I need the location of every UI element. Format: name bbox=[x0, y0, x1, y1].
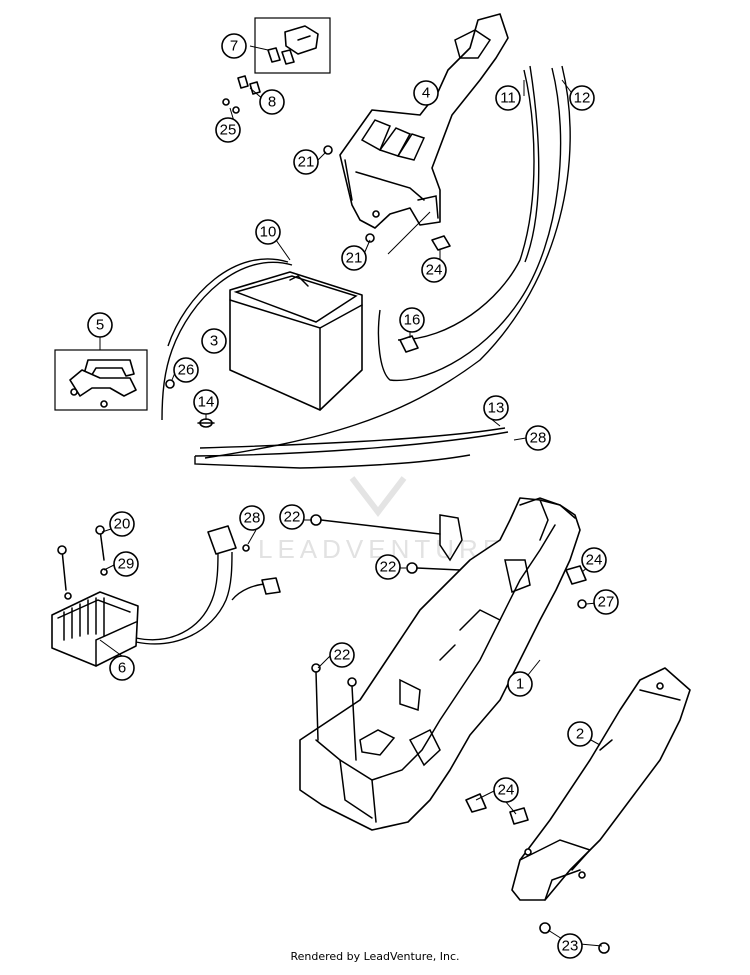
svg-text:22: 22 bbox=[334, 647, 351, 664]
svg-text:24: 24 bbox=[498, 782, 515, 799]
part-20-29-bolts bbox=[57, 525, 108, 600]
callout-24-bracket: 24 bbox=[421, 257, 447, 283]
callout-6: 6 bbox=[109, 655, 135, 681]
part-6-regulator bbox=[51, 591, 139, 667]
callout-26: 27 bbox=[593, 589, 619, 615]
svg-text:22: 22 bbox=[380, 559, 397, 576]
callout-7: 7 bbox=[221, 33, 247, 59]
svg-text:2: 2 bbox=[576, 726, 584, 743]
part-16-block bbox=[399, 335, 419, 353]
callout-2: 2 bbox=[567, 721, 593, 747]
callout-29: 29 bbox=[113, 551, 139, 577]
svg-text:6: 6 bbox=[118, 660, 126, 677]
callout-12: 12 bbox=[569, 85, 595, 111]
watermark: LEADVENTURE bbox=[258, 476, 500, 564]
part-25-screws bbox=[222, 98, 240, 114]
svg-text:28: 28 bbox=[530, 430, 547, 447]
callout-1: 1 bbox=[507, 671, 533, 697]
callout-20: 20 bbox=[109, 511, 135, 537]
part-5-strap bbox=[69, 359, 137, 408]
svg-text:21: 21 bbox=[346, 250, 363, 267]
callout-4: 4 bbox=[413, 80, 439, 106]
callout-28-left: 28 bbox=[239, 505, 265, 531]
cable-10 bbox=[161, 258, 293, 421]
callout-8: 8 bbox=[259, 89, 285, 115]
part-27-screw bbox=[165, 379, 175, 389]
svg-text:24: 24 bbox=[586, 552, 603, 569]
svg-text:20: 20 bbox=[114, 516, 131, 533]
callout-22-low: 22 bbox=[329, 642, 355, 668]
svg-text:26: 26 bbox=[178, 362, 195, 379]
svg-text:11: 11 bbox=[500, 90, 516, 107]
callout-10: 10 bbox=[255, 219, 281, 245]
svg-text:5: 5 bbox=[96, 317, 104, 334]
watermark-logo-icon bbox=[349, 476, 407, 517]
svg-text:23: 23 bbox=[562, 938, 579, 955]
callout-5: 5 bbox=[87, 312, 113, 338]
callout-25: 25 bbox=[215, 117, 241, 143]
svg-text:7: 7 bbox=[230, 38, 238, 55]
callout-21-top: 21 bbox=[293, 149, 319, 175]
inset-box-5 bbox=[54, 349, 148, 411]
callout-22-top: 22 bbox=[279, 504, 305, 530]
callout-16: 16 bbox=[399, 307, 425, 333]
callout-23: 23 bbox=[557, 933, 583, 959]
part-24-nut-cover bbox=[465, 793, 487, 813]
callout-21-bottom: 21 bbox=[341, 245, 367, 271]
callout-11: 11 bbox=[495, 85, 521, 111]
svg-text:8: 8 bbox=[268, 94, 276, 111]
svg-text:24: 24 bbox=[426, 262, 443, 279]
svg-text:25: 25 bbox=[220, 122, 237, 139]
callout-24-cover: 24 bbox=[493, 777, 519, 803]
part-8-clips bbox=[237, 75, 261, 95]
cable-13 bbox=[194, 427, 509, 469]
callout-13: 13 bbox=[483, 395, 509, 421]
svg-text:27: 27 bbox=[598, 594, 615, 611]
svg-text:3: 3 bbox=[210, 333, 218, 350]
svg-text:14: 14 bbox=[198, 394, 215, 411]
svg-text:21: 21 bbox=[298, 154, 315, 171]
part-4-bracket bbox=[339, 13, 509, 229]
frame-fasteners bbox=[310, 514, 587, 761]
callout-28-right: 28 bbox=[525, 425, 551, 451]
svg-text:16: 16 bbox=[404, 312, 421, 329]
part-14-bulb bbox=[197, 418, 215, 428]
part-1-frame bbox=[299, 497, 581, 831]
callout-22-mid: 22 bbox=[375, 554, 401, 580]
svg-text:22: 22 bbox=[284, 509, 301, 526]
regulator-wiring bbox=[135, 551, 269, 645]
part-2-cover bbox=[511, 667, 691, 901]
callout-3: 3 bbox=[201, 328, 227, 354]
svg-text:1: 1 bbox=[516, 676, 524, 693]
callout-14: 14 bbox=[193, 389, 219, 415]
svg-text:13: 13 bbox=[488, 400, 505, 417]
svg-text:10: 10 bbox=[260, 224, 277, 241]
callout-27: 26 bbox=[173, 357, 199, 383]
callout-24-frame: 24 bbox=[581, 547, 607, 573]
cable-11-12 bbox=[204, 65, 571, 459]
inset-box-7 bbox=[254, 17, 331, 74]
regulator-connectors bbox=[207, 525, 281, 595]
footer-credit: Rendered by LeadVenture, Inc. bbox=[290, 950, 460, 963]
part-3-battery bbox=[229, 271, 363, 411]
svg-text:28: 28 bbox=[244, 510, 261, 527]
part-7-connector bbox=[267, 25, 319, 65]
svg-text:4: 4 bbox=[422, 85, 430, 102]
svg-text:29: 29 bbox=[118, 556, 135, 573]
svg-text:12: 12 bbox=[574, 90, 591, 107]
